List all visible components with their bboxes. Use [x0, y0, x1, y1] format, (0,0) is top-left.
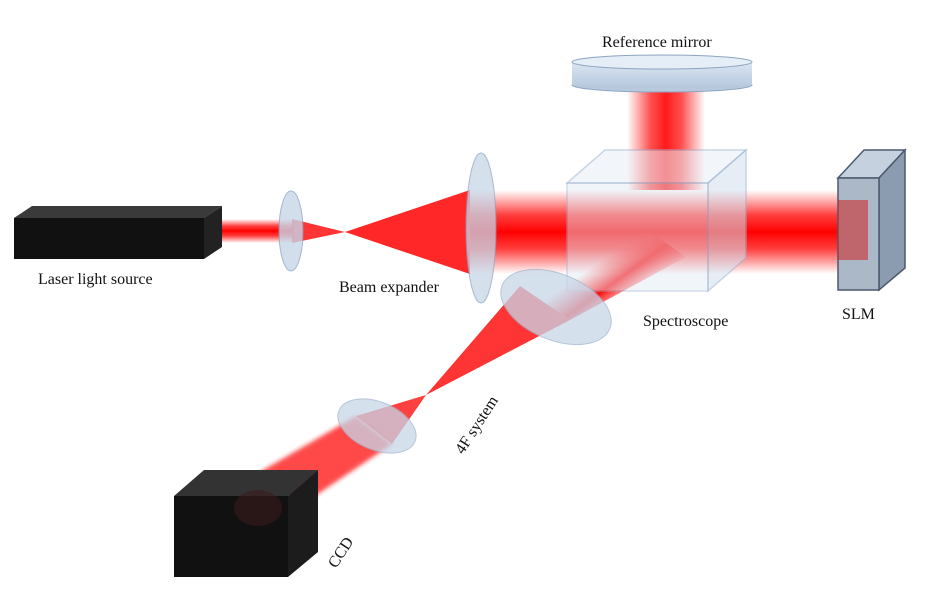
- laser-light-source: [14, 206, 222, 259]
- label-ccd: CCD: [325, 534, 357, 571]
- ccd-camera: [174, 470, 318, 577]
- label-spectroscope: Spectroscope: [643, 313, 728, 330]
- laser-beam: [222, 190, 842, 274]
- 4f-lens-large: [500, 268, 612, 346]
- label-beam-expander: Beam expander: [339, 279, 440, 296]
- label-reference-mirror: Reference mirror: [602, 34, 712, 51]
- 4f-lens-small: [337, 398, 417, 454]
- slm-device: [836, 148, 907, 292]
- label-laser-light-source: Laser light source: [38, 271, 153, 288]
- reference-mirror: [571, 54, 753, 93]
- beam-expander-lens: [465, 152, 497, 304]
- small-lens: [278, 190, 304, 272]
- spectroscope-cube: [564, 148, 749, 293]
- label-slm: SLM: [842, 306, 875, 323]
- label-4f-system: 4F system: [452, 393, 502, 458]
